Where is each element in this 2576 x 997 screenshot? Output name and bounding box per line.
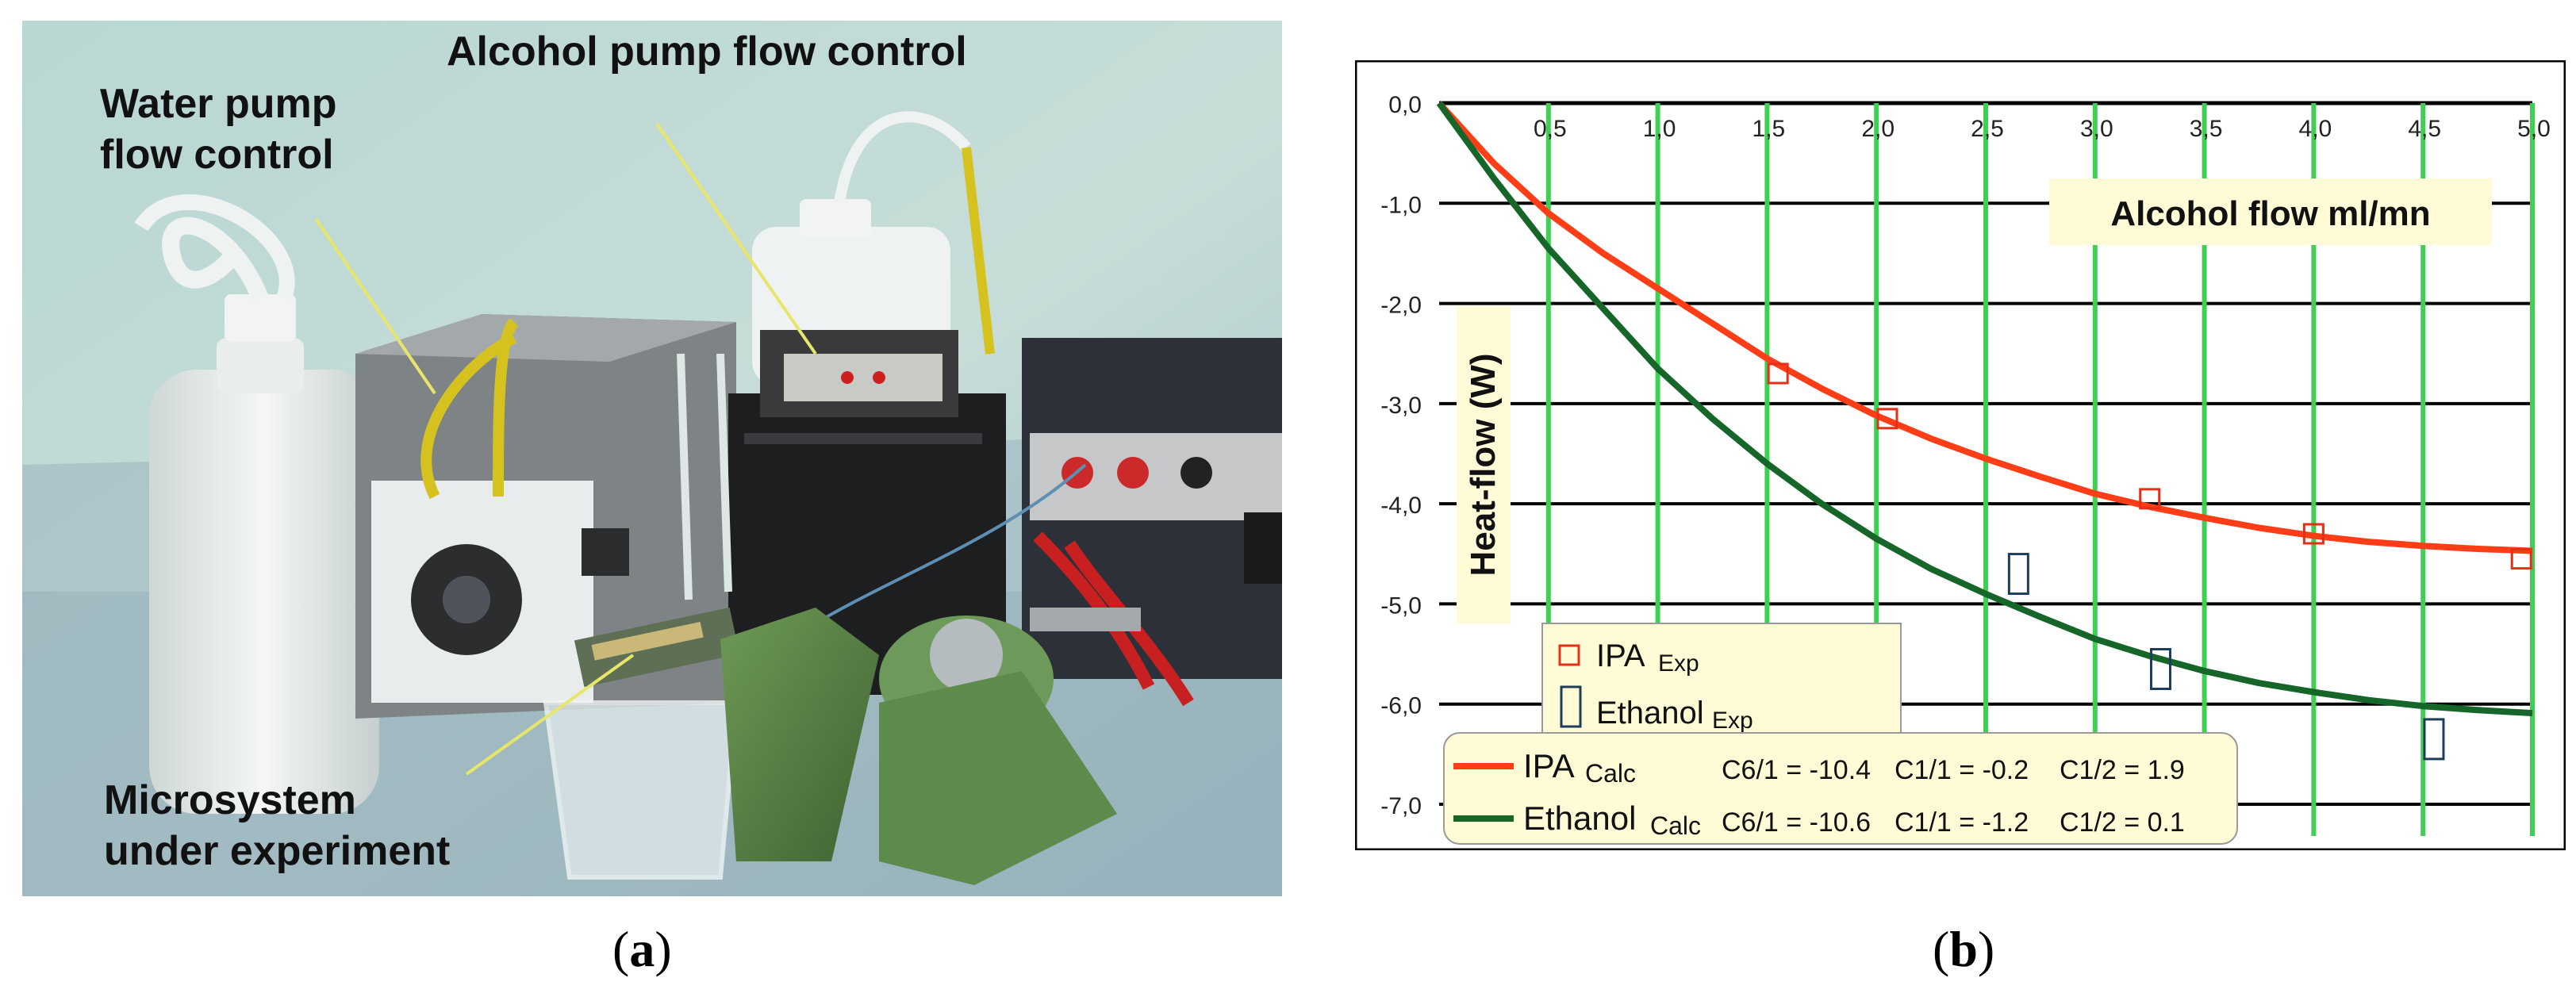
x-tick-label: 1,5 <box>1753 116 1786 142</box>
y-tick-label: -2,0 <box>1380 293 1422 319</box>
y-tick-label: 0,0 <box>1388 92 1422 118</box>
series-line-ethanol-calc <box>1436 101 2533 717</box>
data-point-ethanol-exp <box>2007 553 2029 596</box>
data-point-ipa-exp <box>1767 362 1789 385</box>
x-tick-label: 2,0 <box>1861 116 1895 142</box>
water-pump-label-line1: Water pump <box>100 81 337 127</box>
micromanipulator <box>720 608 1141 885</box>
x-axis-title: Alcohol flow ml/mn <box>2110 194 2430 233</box>
y-tick-label: -5,0 <box>1380 592 1422 619</box>
microsystem-label-line1: Microsystem <box>104 777 356 823</box>
legend-ethanol-calc-name: Ethanol <box>1523 800 1636 837</box>
legend-ethanol-exp-name: Ethanol <box>1596 696 1704 730</box>
water-pump-label-line2: flow control <box>100 132 334 178</box>
series-line-ipa-calc <box>1437 101 2533 554</box>
x-tick-label: 0,5 <box>1534 116 1567 142</box>
data-point-ethanol-exp <box>2423 718 2445 761</box>
y-tick-label: -6,0 <box>1380 693 1422 719</box>
legend-ethanol-exp-sub: Exp <box>1712 707 1753 734</box>
water-pump <box>355 314 736 719</box>
y-axis-title-box: Heat-flow (W) <box>1457 306 1511 623</box>
legend-ipa-c61: C6/1 = -10.4 <box>1722 755 1871 785</box>
alcohol-pump-pointer <box>655 122 817 355</box>
y-tick-label: -1,0 <box>1380 192 1422 218</box>
beaker <box>543 700 739 880</box>
y-tick-label: -7,0 <box>1380 793 1422 819</box>
legend-ipa-exp-sub: Exp <box>1658 650 1699 677</box>
legend-ipa-c12: C1/2 = 1.9 <box>2060 755 2185 785</box>
legend-calculated: IPA Calc C6/1 = -10.4 C1/1 = -0.2 C1/2 =… <box>1443 732 2238 845</box>
legend-ipa-calc-sub: Calc <box>1585 759 1636 788</box>
caption-b: (b) <box>1933 921 1995 977</box>
y-tick-label: -4,0 <box>1380 493 1422 519</box>
data-point-ipa-exp <box>2510 548 2532 570</box>
heat-flow-chart-svg: 0,0 -1,0 -2,0 -3,0 -4,0 -5,0 -6,0 -7,0 0,5 1,0 1,5… <box>1353 58 2568 853</box>
legend-ipa-calc-name: IPA <box>1523 747 1575 784</box>
data-point-ipa-exp <box>1876 408 1898 430</box>
legend-ethanol-c11: C1/1 = -1.2 <box>1895 807 2029 838</box>
caption-b-letter: b <box>1949 921 1978 977</box>
water-pump-pointer <box>314 217 436 395</box>
legend-ipa-exp-name: IPA <box>1596 638 1645 673</box>
caption-a-letter: a <box>629 921 655 977</box>
experiment-photo: Water pump flow control Alcohol pump flo… <box>22 21 1282 896</box>
microsystem-label-line2: under experiment <box>104 828 450 874</box>
x-tick-label: 5,0 <box>2517 116 2551 142</box>
legend-ethanol-c12: C1/2 = 0.1 <box>2060 807 2185 838</box>
x-tick-label: 4,0 <box>2299 116 2332 142</box>
microsystem-pointer <box>465 654 635 776</box>
data-point-ipa-exp <box>2302 523 2325 545</box>
water-bottle <box>134 194 379 814</box>
legend-ethanol-exp-marker <box>1560 685 1582 728</box>
legend-ipa-c11: C1/1 = -0.2 <box>1895 755 2029 785</box>
data-point-ipa-exp <box>2139 488 2161 510</box>
x-axis-title-box: Alcohol flow ml/mn <box>2049 178 2492 245</box>
x-tick-label: 2,5 <box>1971 116 2004 142</box>
experiment-photo-illustration: Water pump flow control Alcohol pump flo… <box>22 21 1282 896</box>
legend-ethanol-calc-sub: Calc <box>1650 811 1701 840</box>
caption-a: (a) <box>612 921 672 977</box>
y-tick-label: -3,0 <box>1380 393 1422 419</box>
x-tick-label: 3,0 <box>2080 116 2113 142</box>
legend-ethanol-c61: C6/1 = -10.6 <box>1722 807 1871 838</box>
heat-flow-chart: 0,0 -1,0 -2,0 -3,0 -4,0 -5,0 -6,0 -7,0 0,5 1,0 1,5… <box>1353 58 2568 853</box>
data-point-ethanol-exp <box>2149 648 2171 691</box>
legend-ipa-exp-marker <box>1558 644 1580 666</box>
x-tick-label: 1,0 <box>1643 116 1676 142</box>
x-tick-label: 3,5 <box>2190 116 2223 142</box>
x-tick-label: 4,5 <box>2408 116 2441 142</box>
alcohol-pump-label: Alcohol pump flow control <box>447 29 967 75</box>
y-axis-title: Heat-flow (W) <box>1464 353 1503 576</box>
